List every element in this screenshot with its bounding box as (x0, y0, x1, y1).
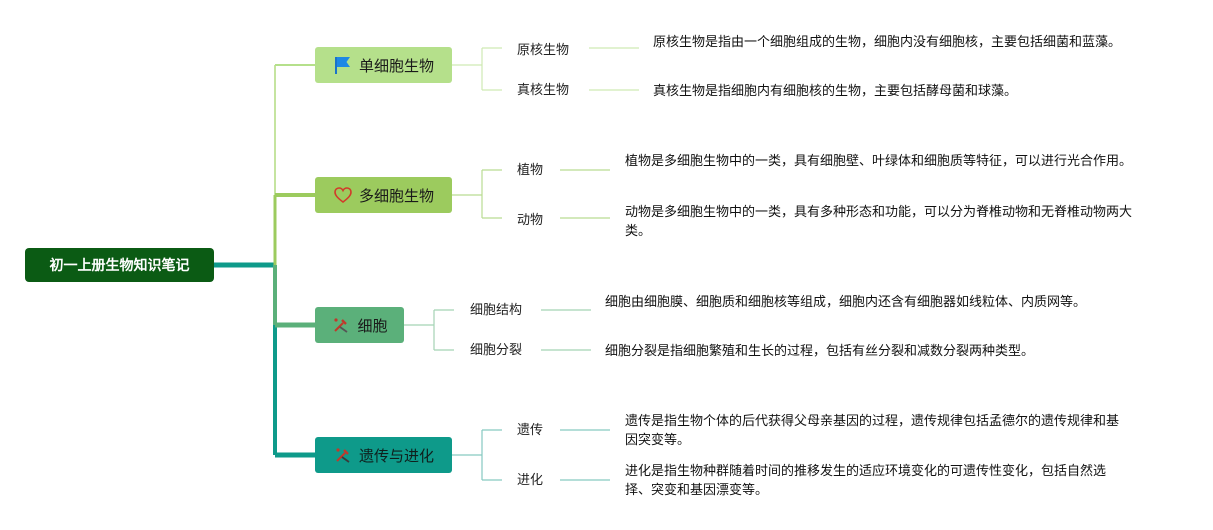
root-topic-label: 初一上册生物知识笔记 (49, 258, 190, 274)
topic-label: 遗传与进化 (358, 446, 434, 465)
flag-icon (333, 55, 353, 75)
subtopic-eukaryote[interactable]: 真核生物 (517, 83, 570, 98)
desc-cell-structure: 细胞由细胞膜、细胞质和细胞核等组成，细胞内还含有细胞器如线粒体、内质网等。 (605, 295, 1087, 310)
topic-label: 多细胞生物 (358, 186, 434, 205)
tools-icon (333, 445, 353, 465)
subtopic-evolution[interactable]: 进化 (517, 473, 544, 488)
topic-single-cell[interactable]: 单细胞生物 (315, 47, 452, 83)
desc-plant: 植物是多细胞生物中的一类，具有细胞壁、叶绿体和细胞质等特征，可以进行光合作用。 (625, 154, 1133, 169)
desc-eukaryote: 真核生物是指细胞内有细胞核的生物，主要包括酵母菌和球藻。 (653, 84, 1018, 99)
topic-label: 单细胞生物 (358, 56, 434, 75)
heart-icon (333, 185, 353, 205)
topic-label: 细胞 (357, 316, 388, 335)
subtopic-prokaryote[interactable]: 原核生物 (517, 43, 570, 58)
subtopic-cell-structure[interactable]: 细胞结构 (470, 303, 523, 318)
topic-cell[interactable]: 细胞 (315, 307, 404, 343)
root-topic[interactable]: 初一上册生物知识笔记 (25, 248, 214, 282)
subtopic-animal[interactable]: 动物 (517, 213, 544, 228)
desc-animal: 动物是多细胞生物中的一类，具有多种形态和功能，可以分为脊椎动物和无脊椎动物两大类… (625, 205, 1133, 239)
desc-heredity: 遗传是指生物个体的后代获得父母亲基因的过程，遗传规律包括孟德尔的遗传规律和基因突… (625, 414, 1120, 448)
subtopic-cell-division[interactable]: 细胞分裂 (470, 343, 523, 358)
subtopic-heredity[interactable]: 遗传 (517, 423, 544, 438)
desc-evolution: 进化是指生物种群随着时间的推移发生的适应环境变化的可遗传性变化，包括自然选择、突… (625, 464, 1107, 498)
desc-prokaryote: 原核生物是指由一个细胞组成的生物，细胞内没有细胞核，主要包括细菌和蓝藻。 (653, 35, 1122, 50)
tools-icon (331, 315, 351, 335)
topic-heredity-evolution[interactable]: 遗传与进化 (315, 437, 452, 473)
subtopic-plant[interactable]: 植物 (517, 163, 544, 178)
topic-multi-cell[interactable]: 多细胞生物 (315, 177, 452, 213)
desc-cell-division: 细胞分裂是指细胞繁殖和生长的过程，包括有丝分裂和减数分裂两种类型。 (605, 344, 1035, 359)
